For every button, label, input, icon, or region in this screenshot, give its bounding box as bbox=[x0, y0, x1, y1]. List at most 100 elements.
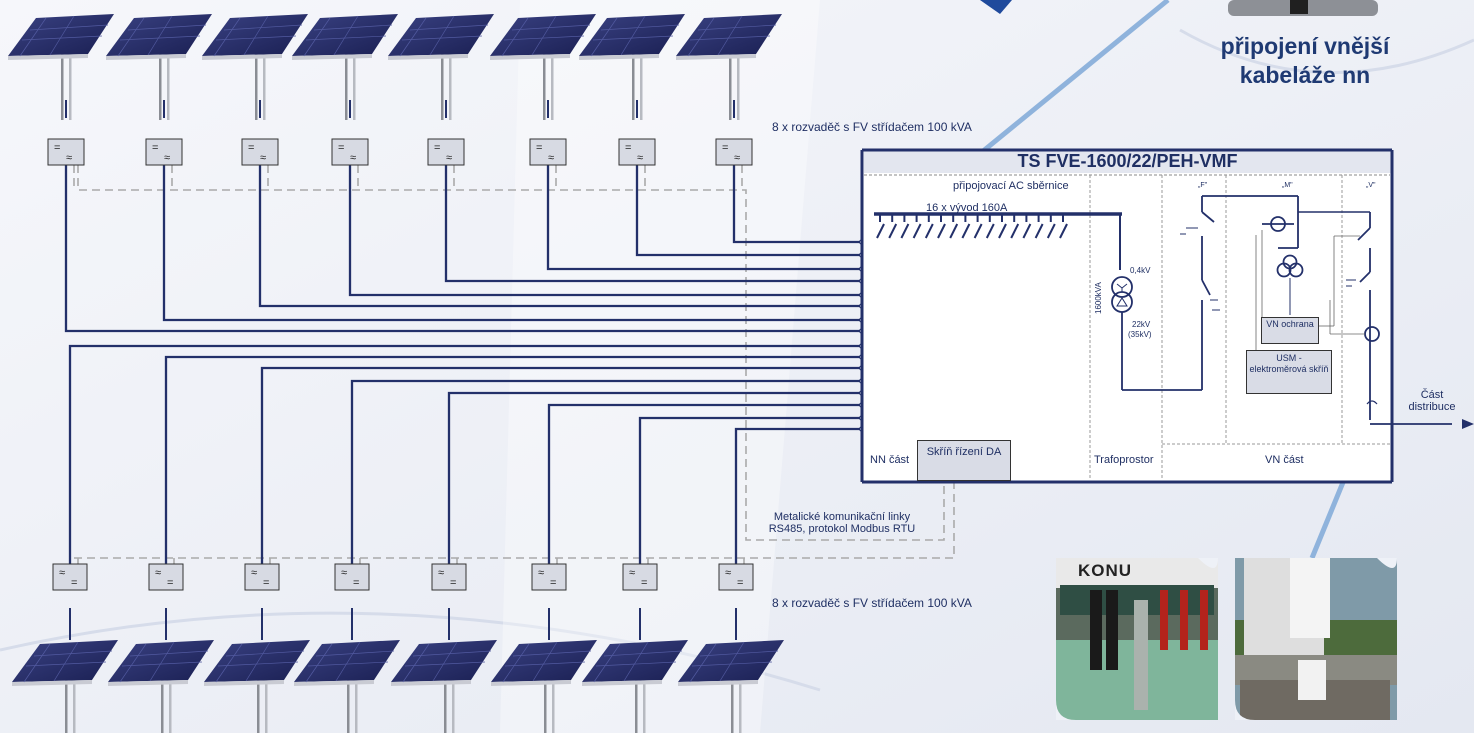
top-inverter-row: =≈=≈=≈=≈=≈=≈=≈=≈ bbox=[7, 13, 783, 166]
inverter-box bbox=[331, 138, 369, 166]
comm-lines-label: Metalické komunikační linky RS485, proto… bbox=[748, 511, 936, 535]
inverter: ≈= bbox=[148, 563, 184, 591]
ac-busbar-label: připojovací AC sběrnice bbox=[953, 180, 1069, 192]
dc-symbol: = bbox=[353, 577, 359, 589]
photo-text: KONU bbox=[1078, 561, 1133, 580]
hv-voltage-label-2: (35kV) bbox=[1128, 330, 1152, 339]
fuse-switch bbox=[912, 223, 922, 239]
dc-symbol: = bbox=[536, 142, 542, 154]
pv-panel bbox=[390, 608, 498, 733]
photo-station bbox=[1235, 558, 1397, 720]
inverter-box bbox=[531, 563, 567, 591]
pv-panel bbox=[578, 13, 686, 121]
pv-panel bbox=[677, 608, 785, 733]
fuse-switch bbox=[1059, 223, 1068, 239]
ac-symbol: ≈ bbox=[538, 567, 544, 579]
inverter: =≈ bbox=[618, 138, 656, 166]
field-m-label: „M" bbox=[1282, 182, 1293, 189]
ac-symbol: ≈ bbox=[734, 152, 740, 164]
inverter-box bbox=[618, 138, 656, 166]
comm-line2: RS485, protokol Modbus RTU bbox=[768, 523, 916, 535]
control-cabinet-box: Skříň řízení DA bbox=[917, 440, 1011, 481]
inverter: =≈ bbox=[529, 138, 567, 166]
ac-symbol: ≈ bbox=[725, 567, 731, 579]
inverter-box bbox=[52, 563, 88, 591]
inverter: =≈ bbox=[241, 138, 279, 166]
vn-field-f bbox=[1180, 196, 1220, 325]
inverter: ≈= bbox=[52, 563, 88, 591]
fuse-switch bbox=[900, 223, 910, 239]
ac-symbol: ≈ bbox=[438, 567, 444, 579]
ac-symbol: ≈ bbox=[155, 567, 161, 579]
bottom-inverter-row: ≈=≈=≈=≈=≈=≈=≈=≈= bbox=[11, 563, 785, 733]
comm-line-bottom bbox=[74, 478, 955, 559]
inverter-box bbox=[148, 563, 184, 591]
ac-symbol: ≈ bbox=[260, 152, 266, 164]
inverter: ≈= bbox=[431, 563, 467, 591]
inverter-box bbox=[334, 563, 370, 591]
fuse-switch bbox=[998, 223, 1007, 239]
fuse-switch bbox=[949, 223, 959, 239]
dc-symbol: = bbox=[54, 142, 60, 154]
dc-symbol: = bbox=[71, 577, 77, 589]
dc-symbol: = bbox=[338, 142, 344, 154]
fuse-switch bbox=[1034, 223, 1044, 239]
ac-symbol: ≈ bbox=[251, 567, 257, 579]
distribution-line2: distribuce bbox=[1408, 401, 1456, 413]
comm-line-top bbox=[77, 165, 945, 541]
dc-symbol: = bbox=[722, 142, 728, 154]
fuse-switch bbox=[985, 223, 995, 239]
fuse-switch bbox=[924, 223, 934, 239]
dc-symbol: = bbox=[434, 142, 440, 154]
dc-symbol: = bbox=[248, 142, 254, 154]
pv-panel bbox=[201, 13, 309, 121]
communication-lines bbox=[73, 165, 955, 564]
inverter: ≈= bbox=[334, 563, 370, 591]
distribution-line1: Část bbox=[1420, 389, 1444, 401]
dc-symbol: = bbox=[550, 577, 556, 589]
vn-protection-box: VN ochrana bbox=[1261, 317, 1319, 344]
vn-field-m bbox=[1202, 195, 1370, 315]
ac-symbol: ≈ bbox=[66, 152, 72, 164]
headline-line1: připojení vnější bbox=[1220, 33, 1390, 59]
inverter: =≈ bbox=[47, 138, 85, 166]
transformer-power-label: 1600kVA bbox=[1094, 282, 1103, 314]
inverter-box bbox=[241, 138, 279, 166]
hv-voltage-label-1: 22kV bbox=[1132, 320, 1151, 329]
nn-part-label: NN část bbox=[870, 454, 910, 466]
pv-panel bbox=[489, 13, 597, 121]
fuse-switch bbox=[888, 223, 898, 239]
fuse-switch bbox=[973, 223, 983, 239]
top-inverters-label: 8 x rozvaděč s FV střídačem 100 kVA bbox=[772, 120, 972, 134]
usm-meter-box: USM - elektroměrová skříň bbox=[1246, 350, 1332, 394]
fuse-switch bbox=[937, 223, 946, 239]
fuse-switch bbox=[876, 223, 885, 239]
headline: připojení vnější kabeláže nn bbox=[1200, 32, 1410, 90]
pv-panel bbox=[675, 13, 783, 121]
vn-part-label: VN část bbox=[1265, 454, 1304, 466]
ac-symbol: ≈ bbox=[350, 152, 356, 164]
field-v-label: „V" bbox=[1366, 182, 1376, 189]
logo-fragment bbox=[980, 0, 1012, 14]
inverter: ≈= bbox=[244, 563, 280, 591]
pv-panel bbox=[105, 13, 213, 121]
fuse-switch bbox=[1010, 223, 1020, 239]
transformer-room-label: Trafoprostor bbox=[1094, 454, 1154, 466]
ac-symbol: ≈ bbox=[164, 152, 170, 164]
ac-symbol: ≈ bbox=[548, 152, 554, 164]
output-fuses bbox=[876, 214, 1068, 239]
inverter-box bbox=[431, 563, 467, 591]
ac-symbol: ≈ bbox=[446, 152, 452, 164]
dc-symbol: = bbox=[152, 142, 158, 154]
inverter-box bbox=[427, 138, 465, 166]
ac-symbol: ≈ bbox=[629, 567, 635, 579]
dc-symbol: = bbox=[737, 577, 743, 589]
ts-title: TS FVE-1600/22/PEH-VMF bbox=[1017, 151, 1238, 171]
ac-symbol: ≈ bbox=[637, 152, 643, 164]
bottom-inverters-label: 8 x rozvaděč s FV střídačem 100 kVA bbox=[772, 596, 972, 610]
dc-symbol: = bbox=[641, 577, 647, 589]
inverter-box bbox=[718, 563, 754, 591]
pv-panel bbox=[581, 608, 689, 733]
field-f-label: „F" bbox=[1198, 182, 1208, 189]
